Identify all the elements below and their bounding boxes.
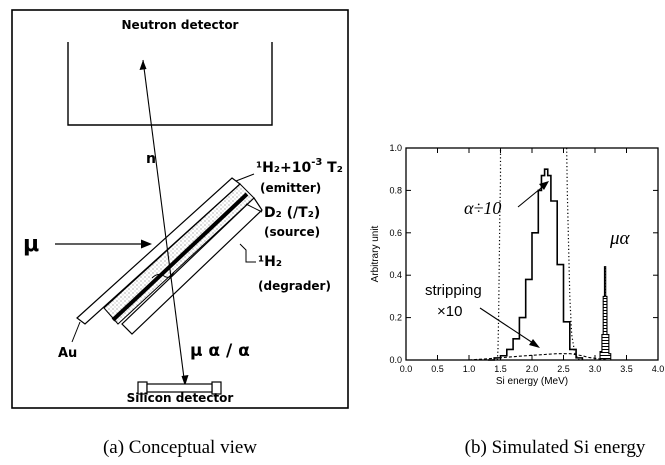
stripping-arrow xyxy=(479,307,537,346)
stripping-annotation: stripping xyxy=(425,282,482,299)
gold-foil xyxy=(76,177,241,325)
alpha-arrow xyxy=(517,183,547,208)
y-tick-label: 1.0 xyxy=(389,143,402,153)
alpha-annotation: α÷10 xyxy=(464,198,501,218)
series-1-dotted xyxy=(566,147,580,361)
au-label: Au xyxy=(58,346,77,361)
source-leader xyxy=(245,203,263,213)
y-tick-label: 0.2 xyxy=(389,313,402,323)
series-2-solid xyxy=(487,168,584,361)
chart-series xyxy=(468,147,612,361)
x-tick-label: 1.0 xyxy=(463,364,476,374)
silicon-detector-label: Silicon detector xyxy=(127,391,234,405)
panel-a: Neutron detector n μ ¹H₂+10-3 T₂ (emitte… xyxy=(11,9,349,409)
y-tick-label: 0.4 xyxy=(389,270,402,280)
x-tick-label: 0.0 xyxy=(400,364,413,374)
stripping-arrowhead xyxy=(529,339,540,348)
series-4-hatched-peak xyxy=(598,266,612,361)
trajectory-arrowhead-top xyxy=(139,60,147,70)
mu-alpha-annotation: μα xyxy=(609,228,631,249)
emitter-caption: (emitter) xyxy=(260,181,321,195)
stripping-factor: ×10 xyxy=(437,303,462,320)
x-tick-label: 3.0 xyxy=(589,364,602,374)
source-caption: (source) xyxy=(264,225,320,239)
source-formula: D₂ (/T₂) xyxy=(264,205,320,221)
plot-frame xyxy=(405,147,659,361)
degrader-leader xyxy=(239,243,256,263)
x-tick-label: 2.0 xyxy=(526,364,539,374)
panel-a-frame xyxy=(11,9,349,409)
caption-b: (b) Simulated Si energy xyxy=(465,437,646,458)
y-tick-label: 0.6 xyxy=(389,228,402,238)
trajectory-line xyxy=(142,59,186,387)
degrader-label: ¹H₂ (degrader) xyxy=(239,243,331,293)
degrader-formula: ¹H₂ xyxy=(258,254,282,270)
alpha-arrowhead xyxy=(539,181,549,190)
source-label: D₂ (/T₂) (source) xyxy=(245,203,320,239)
neutron-detector-label: Neutron detector xyxy=(122,18,239,32)
x-tick-label: 3.5 xyxy=(620,364,633,374)
series-3-dashed xyxy=(468,353,608,361)
series-0-dotted xyxy=(496,148,502,361)
silicon-detector xyxy=(137,381,222,395)
interaction-mark xyxy=(151,271,175,279)
x-tick-label: 2.5 xyxy=(557,364,570,374)
x-tick-label: 0.5 xyxy=(431,364,444,374)
neutron-detector xyxy=(67,42,273,126)
mu-alpha-label: μ α / α xyxy=(190,341,250,361)
x-tick-label: 4.0 xyxy=(652,364,665,374)
trajectory-arrowhead-bottom xyxy=(181,375,189,386)
target-assembly xyxy=(76,177,263,335)
chart-panel-b: 0.0 0.5 1.0 1.5 2.0 2.5 3.0 3.5 4.0 0.0 0.2 0.4 0.6 0… xyxy=(370,143,664,387)
muon-label: μ xyxy=(23,232,39,257)
source-layer xyxy=(111,192,249,322)
degrader-caption: (degrader) xyxy=(258,279,331,293)
emitter-label: ¹H₂+10-3 T₂ (emitter) xyxy=(235,157,343,195)
y-axis-label: Arbitrary unit xyxy=(370,225,381,282)
muon-beam-arrowhead xyxy=(141,239,152,249)
svg-text:¹H₂+10-3 T₂: ¹H₂+10-3 T₂ xyxy=(256,157,343,176)
emitter-layer xyxy=(103,183,255,325)
neutron-label: n xyxy=(146,151,156,167)
x-tick-label: 1.5 xyxy=(494,364,507,374)
x-axis-label: Si energy (MeV) xyxy=(496,376,568,387)
y-tick-label: 0.8 xyxy=(389,185,402,195)
au-leader xyxy=(71,321,81,343)
degrader-layer xyxy=(121,197,263,335)
emitter-formula-a: ¹H₂+10 xyxy=(256,160,311,176)
emitter-formula-exp: -3 xyxy=(311,157,322,168)
emitter-formula-b: T₂ xyxy=(322,160,343,176)
y-tick-label: 0.0 xyxy=(389,355,402,365)
caption-a: (a) Conceptual view xyxy=(103,437,257,458)
emitter-leader xyxy=(235,173,255,182)
